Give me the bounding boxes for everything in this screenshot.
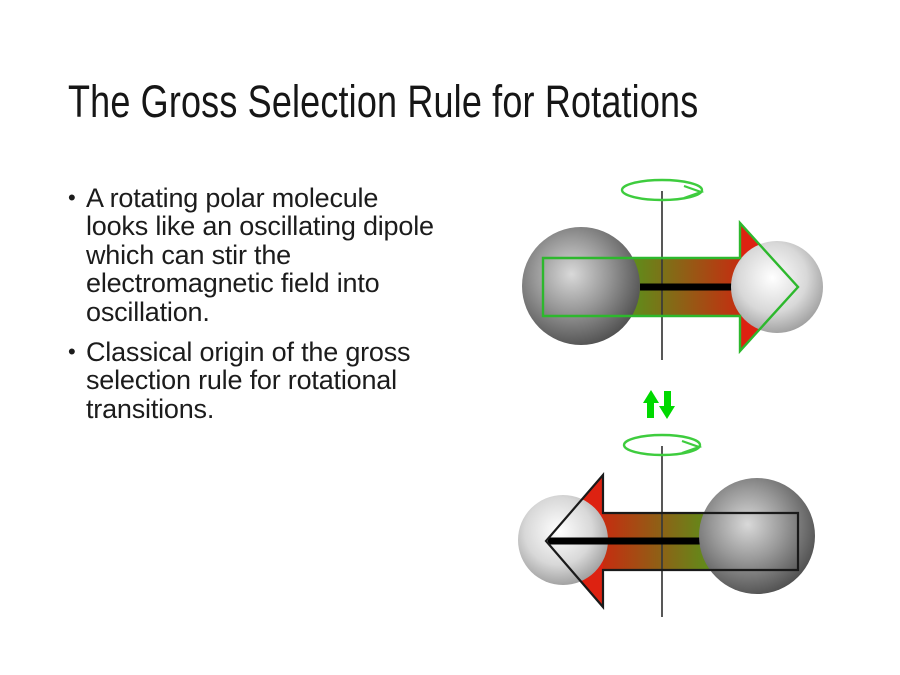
bullet-icon: •: [68, 339, 76, 365]
rotation-ring-icon: [622, 433, 702, 457]
bullet-item: • Classical origin of the gross selectio…: [68, 338, 468, 423]
dipole-arrow-outline: [544, 472, 800, 610]
top-molecule: [522, 178, 823, 360]
bullet-list: • A rotating polar molecule looks like a…: [68, 184, 468, 423]
bottom-molecule: [518, 433, 815, 617]
left-atom-sphere: [522, 227, 640, 345]
down-arrow-icon: [659, 391, 675, 419]
rotation-ring-arrowhead-icon: [683, 184, 705, 200]
slide-title: The Gross Selection Rule for Rotations: [68, 76, 699, 127]
rotation-ring-icon: [620, 178, 704, 202]
bullet-text: Classical origin of the gross selection …: [86, 337, 411, 424]
rotation-ring-arrowhead-icon: [681, 439, 703, 455]
right-atom-sphere: [699, 478, 815, 594]
bullet-item: • A rotating polar molecule looks like a…: [68, 184, 468, 326]
dipole-arrow-outline: [541, 219, 800, 355]
bullet-text: A rotating polar molecule looks like an …: [86, 183, 434, 327]
bullet-icon: •: [68, 185, 76, 210]
right-atom-sphere: [731, 241, 823, 333]
up-arrow-icon: [643, 390, 659, 418]
transition-arrows-icon: [643, 390, 675, 419]
